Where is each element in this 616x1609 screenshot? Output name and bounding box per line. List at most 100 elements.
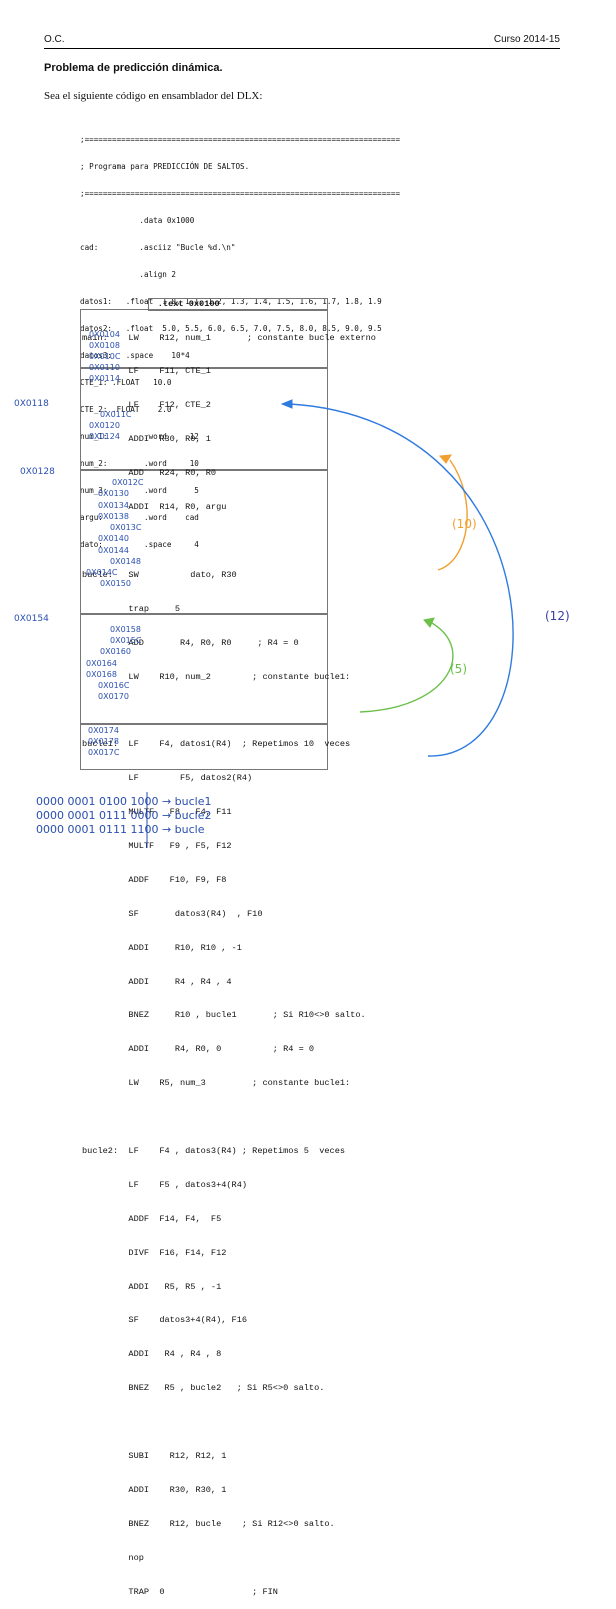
code-line: ADDI R10, R10 , -1 [82,942,242,953]
address-label: 0X0150 [100,579,131,588]
code-line: LF F11, CTE_1 [82,366,211,377]
code-line: CTE_2: .FLOAT 2.0 [80,405,172,414]
address-label: 0X0130 [98,489,129,498]
code-line: ADD R4, R0, R0 ; R4 = 0 [82,637,299,648]
code-line: ADD R24, R0, R0 [82,468,217,479]
code-line: ; Programa para PREDICCIÓN DE SALTOS. [80,162,250,171]
code-line [82,1112,376,1123]
address-label: 0X0140 [98,534,129,543]
code-line: cad: .asciiz "Bucle %d.\n" [80,243,236,252]
code-line: SUBI R12, R12, 1 [82,1450,227,1461]
address-label: 0X0108 [89,341,120,350]
binary-note: 0000 0001 0100 1000 → bucle1 [36,795,212,808]
address-label: 0X0154 [14,614,49,624]
intro-text: Sea el siguiente código en ensamblador d… [44,90,263,102]
block-main-box [80,309,328,369]
address-label: 0X0104 [89,330,120,339]
code-line: ADDI R14, R0, argu [82,502,227,513]
code-line: ADDI R5, R5 , -1 [82,1281,222,1292]
code-line: .data 0x1000 [80,216,195,225]
address-label: 0X011C [100,410,132,419]
address-label: 0X0114 [89,374,120,383]
block-bucle2-box [80,613,328,725]
loop-arrow-bucle [289,403,514,757]
code-line: LF F12, CTE_2 [82,400,211,411]
binary-note: 0000 0001 0111 1100 → bucle [36,823,205,836]
code-line: dato: .space 4 [80,540,199,549]
text-directive-box [148,298,328,311]
address-label: 0X0138 [98,512,129,521]
address-label: 0X0168 [86,670,117,679]
address-label: 0X0144 [98,546,129,555]
code-line: num_2: .word 10 [80,459,199,468]
address-label: 0X0128 [20,467,55,477]
address-label: 0X0170 [98,692,129,701]
address-label: 0X014C [86,568,118,577]
code-line: BNEZ R5 , bucle2 ; Si R5<>0 salto. [82,1383,325,1394]
code-line: BNEZ R10 , bucle1 ; Si R10<>0 salto. [82,1010,366,1021]
code-line: nop [82,1552,144,1563]
code-line [82,1417,376,1428]
code-line: LF F5, datos2(R4) [82,773,253,784]
code-line: bucle1: LF F4, datos1(R4) ; Repetimos 10… [82,739,351,750]
address-label: 0X010C [89,352,121,361]
address-label: 0X013C [110,523,142,532]
code-line: trap 5 [82,603,180,614]
code-line: ADDF F14, F4, F5 [82,1213,222,1224]
header-course-year: Curso 2014-15 [493,34,560,45]
code-line: bucle: SW dato, R30 [82,569,237,580]
address-label: 0X0178 [88,737,119,746]
address-label: 0X0124 [89,432,120,441]
code-line: num_1: .word 12 [80,432,199,441]
header-course-code: O.C. [44,34,65,45]
code-line: ;=======================================… [80,189,401,198]
block-outer-box [80,723,328,770]
loop-count-bucle1: (10) [452,517,477,531]
code-line: ADDI R30, R30, 1 [82,1484,227,1495]
code-line: argu: .word cad [80,513,199,522]
address-label: 0X017C [88,748,120,757]
code-line: main: LW R12, num_1 ; constante bucle ex… [82,332,376,343]
address-label: 0X0118 [14,399,49,409]
loop-arrowhead-bucle1 [438,454,452,464]
code-line: MULTF F9 , F5, F12 [82,840,232,851]
code-line: LW R5, num_3 ; constante bucle1: [82,1078,351,1089]
address-label: 0X0174 [88,726,119,735]
text-directive: .text 0x0100 [132,299,220,309]
block-bucle-box [80,367,328,471]
code-line: datos3: .space 10*4 [80,351,190,360]
code-line: LW R10, num_2 ; constante bucle1: [82,671,351,682]
address-label: 0X015C [110,636,142,645]
code-line: ADDI R4, R0, 0 ; R4 = 0 [82,1044,315,1055]
binary-note: 0000 0001 0111 0000 → bucle2 [36,809,212,822]
address-label: 0X0148 [110,557,141,566]
code-line: TRAP 0 ; FIN [82,1586,278,1597]
code-line: datos2: .float 5.0, 5.5, 6.0, 6.5, 7.0, … [80,324,382,333]
code-line: bucle2: LF F4 , datos3(R4) ; Repetimos 5… [82,1145,346,1156]
code-line: CTE_1: .FLOAT 10.0 [80,378,172,387]
address-label: 0X0110 [89,363,120,372]
code-line: ADDI R4 , R4 , 8 [82,1349,222,1360]
loop-count-bucle2: (5) [450,662,467,676]
address-label: 0X0164 [86,659,117,668]
code-line: ADDI R30, R0, 1 [82,434,211,445]
address-label: 0X016C [98,681,130,690]
code-line: datos1: .float 1.0, 1.1, 1.2, 1.3, 1.4, … [80,297,382,306]
code-line: SF datos3(R4) , F10 [82,908,263,919]
loop-arrowhead-bucle [280,399,293,409]
address-label: 0X0158 [110,625,141,634]
code-line: MULTF F8 , F4, F11 [82,807,232,818]
address-label: 0X0134 [98,501,129,510]
code-line: LF F5 , datos3+4(R4) [82,1179,248,1190]
header-divider [44,48,560,49]
data-section: ;=======================================… [80,117,400,558]
loop-arrowhead-bucle2 [423,617,435,628]
loop-arrow-bucle2 [359,622,454,713]
code-line: .align 2 [80,270,177,279]
code-line: DIVF F16, F14, F12 [82,1247,227,1258]
loop-arrow-bucle1 [437,459,468,571]
address-label: 0X012C [112,478,144,487]
address-label: 0X0160 [100,647,131,656]
annotation-arrows [146,399,514,848]
block-bucle1-box [80,469,328,615]
